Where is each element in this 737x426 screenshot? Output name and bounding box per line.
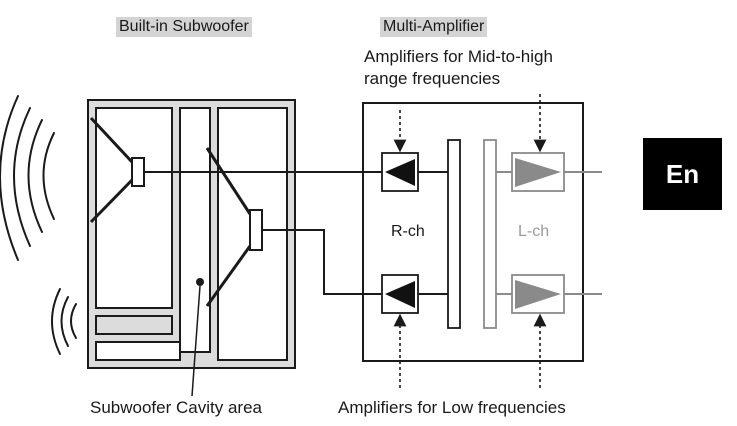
r-channel-amplifier-low (381, 274, 419, 314)
subwoofer-enclosure (87, 99, 296, 369)
label-mid-high-line1: Amplifiers for Mid-to-high (364, 47, 553, 66)
label-r-channel: R-ch (391, 223, 425, 240)
l-channel-wires (496, 171, 602, 295)
l-channel-amplifier-high (511, 152, 565, 192)
sound-waves-upper (0, 95, 55, 261)
label-cavity: Subwoofer Cavity area (90, 398, 262, 417)
callout-arrows (393, 94, 547, 388)
r-channel-amplifier-high (381, 152, 419, 192)
inner-speaker (205, 147, 263, 307)
cavity-marker (196, 278, 204, 286)
language-badge: En (643, 138, 722, 210)
sound-waves-lower (51, 288, 77, 355)
header-subwoofer: Built-in Subwoofer (116, 17, 252, 37)
cavity-leader (191, 285, 201, 397)
l-channel-filter (483, 139, 497, 329)
signal-wires (144, 171, 448, 295)
l-channel-amplifier-low (511, 274, 565, 314)
label-l-channel: L-ch (518, 223, 550, 240)
label-mid-high-line2: range frequencies (364, 69, 501, 88)
header-multi-amplifier: Multi-Amplifier (380, 17, 488, 37)
label-low-frequencies: Amplifiers for Low frequencies (338, 398, 566, 417)
r-channel-filter (447, 139, 461, 329)
